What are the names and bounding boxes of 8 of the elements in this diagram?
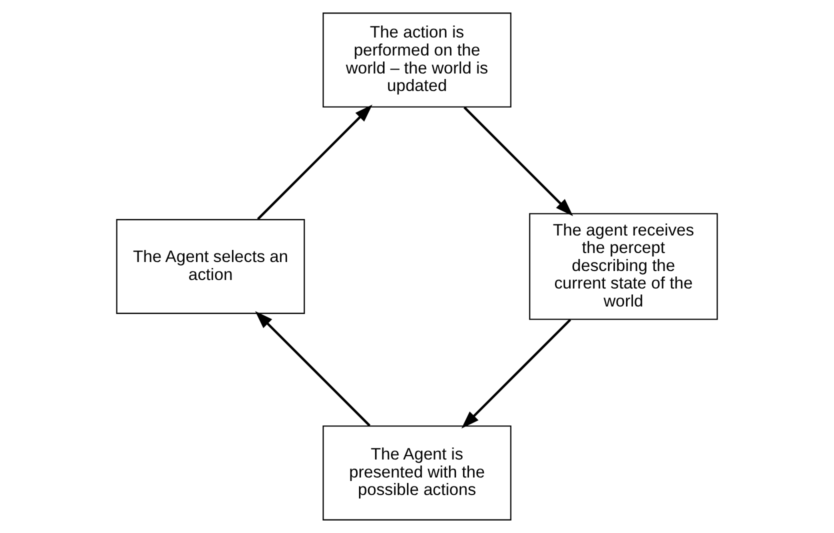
node-box: The Agent selects an action	[116, 219, 305, 314]
node-box: The action is performed on the world – the world is updated	[322, 12, 512, 108]
arrow	[255, 311, 370, 426]
arrow	[461, 318, 572, 428]
arrow	[464, 106, 574, 216]
node-box: The Agent is presented with the possible actions	[322, 425, 512, 520]
node-box: The agent receives the percept describing the current state of the world	[529, 213, 718, 320]
arrow	[257, 104, 372, 220]
